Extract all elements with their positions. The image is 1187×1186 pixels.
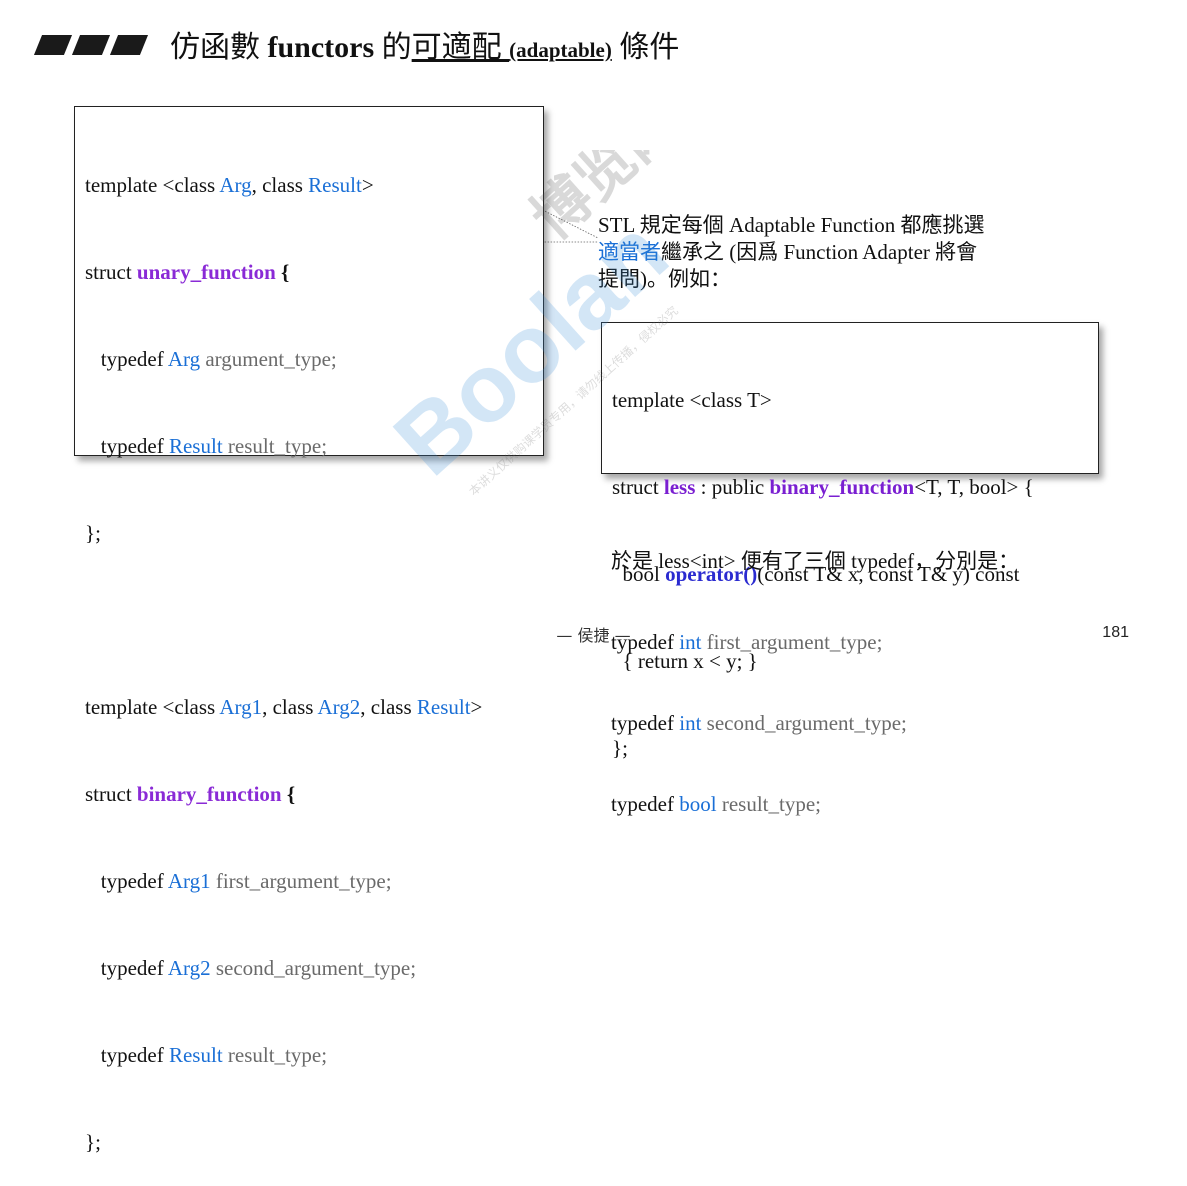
code-line: struct unary_function { <box>85 260 290 284</box>
summary-line: typedef bool result_type; <box>611 792 821 816</box>
code-line: typedef Result result_type; <box>85 434 328 458</box>
summary-line: typedef int second_argument_type; <box>611 711 907 735</box>
note-line-1: STL 規定每個 Adaptable Function 都應挑選 <box>598 213 985 237</box>
code-line: template <class Arg, class Result> <box>85 173 374 197</box>
code-line: struct less : public binary_function<T, … <box>612 475 1034 499</box>
note-line-2: 適當者繼承之 (因爲 Function Adapter 將會 <box>598 240 978 264</box>
less-code-box: template <class T> struct less : public … <box>601 322 1099 760</box>
page-number: 181 <box>1102 624 1129 641</box>
code-line: struct binary_function { <box>85 782 296 806</box>
slide-title: 仿函數 functors 的可適配 (adaptable) 條件 <box>170 31 680 64</box>
code-line: }; <box>85 521 101 545</box>
left-code-box: template <class Arg, class Result> struc… <box>74 106 544 1154</box>
explanation-note: STL 規定每個 Adaptable Function 都應挑選 適當者繼承之 … <box>598 212 1048 293</box>
code-line: typedef Result result_type; <box>85 1043 328 1067</box>
code-line: typedef Arg1 first_argument_type; <box>85 869 392 893</box>
code-line: typedef Arg argument_type; <box>85 347 337 371</box>
note-line-3: 提問)。例如： <box>598 267 731 291</box>
code-line: bool operator()(const T& x, const T& y) … <box>612 562 1020 586</box>
code-line: typedef Arg2 second_argument_type; <box>85 956 417 980</box>
summary-line: 於是 less<int> 便有了三個 typedef，分別是： <box>611 549 1020 573</box>
code-line: template <class T> <box>612 388 772 412</box>
code-line: template <class Arg1, class Arg2, class … <box>85 695 483 719</box>
summary-line: typedef int first_argument_type; <box>611 630 883 654</box>
typedef-summary: 於是 less<int> 便有了三個 typedef，分別是： typedef … <box>611 494 1019 845</box>
footer-author: — 侯捷 — <box>556 626 631 645</box>
code-line: }; <box>85 1130 101 1154</box>
